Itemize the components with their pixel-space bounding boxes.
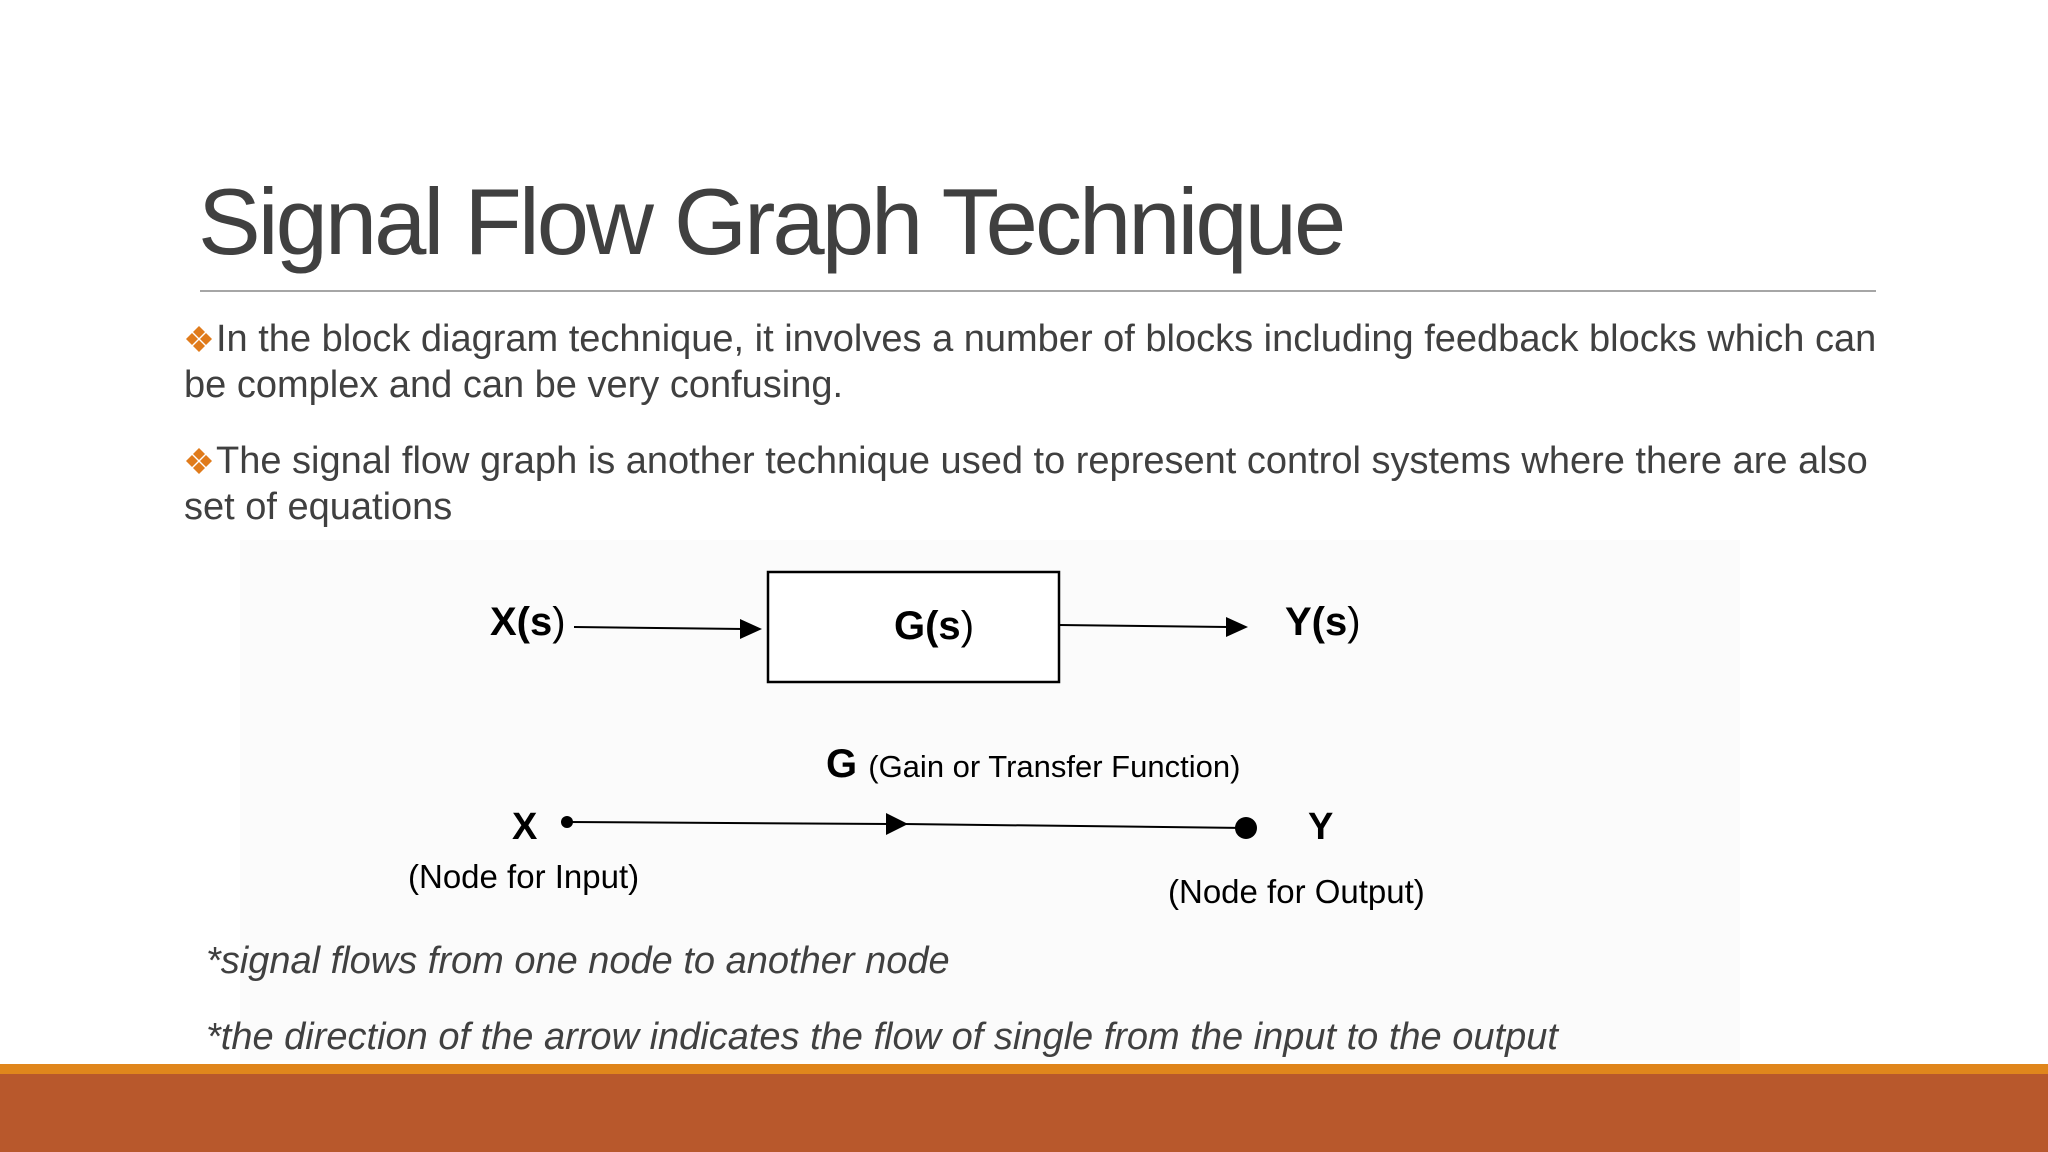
bullet-item-1: In the block diagram technique, it invol… [184,316,1884,408]
branch-line-2 [903,823,1247,829]
output-arrowhead [1226,617,1248,637]
input-arrowhead [740,619,762,639]
output-node-dot [1235,817,1257,839]
gain-label: G (Gain or Transfer Function) [826,742,1240,787]
input-arrow-line [573,626,745,630]
output-signal-label: Y(s) [1285,600,1361,645]
bullet-item-2: The signal flow graph is another techniq… [184,438,1884,530]
footer-band [0,1074,2048,1152]
block-label: G(s) [894,604,974,649]
bullet-text-1: In the block diagram technique, it invol… [184,318,1877,406]
input-signal-label: X(s) [490,600,566,645]
note-signal-flow: *signal flows from one node to another n… [206,940,950,982]
diamond-bullet-icon [186,326,212,352]
note-arrow-direction: *the direction of the arrow indicates th… [206,1016,1558,1058]
block-label-tail: ) [960,604,975,648]
output-signal-tail: ) [1347,600,1361,644]
input-signal-main: X(s [490,600,553,644]
gain-symbol: G [826,742,858,786]
block-label-main: G(s [894,604,961,648]
diamond-bullet-icon [186,448,212,474]
output-signal-main: Y(s [1285,600,1348,644]
title-divider [200,290,1876,292]
footer-accent-stripe [0,1064,2048,1074]
output-node-label: Y [1308,806,1334,848]
branch-arrowhead [886,813,908,835]
output-node-caption: (Node for Output) [1168,873,1425,910]
slide-title: Signal Flow Graph Technique [198,169,1346,274]
gain-description: (Gain or Transfer Function) [868,749,1241,784]
output-arrow-line [1058,624,1229,628]
input-node-label: X [512,806,538,848]
input-signal-tail: ) [552,600,566,644]
input-node-caption: (Node for Input) [408,858,640,895]
transfer-function-block [766,570,1061,684]
branch-line-1 [566,821,891,825]
bullet-text-2: The signal flow graph is another techniq… [184,440,1868,528]
